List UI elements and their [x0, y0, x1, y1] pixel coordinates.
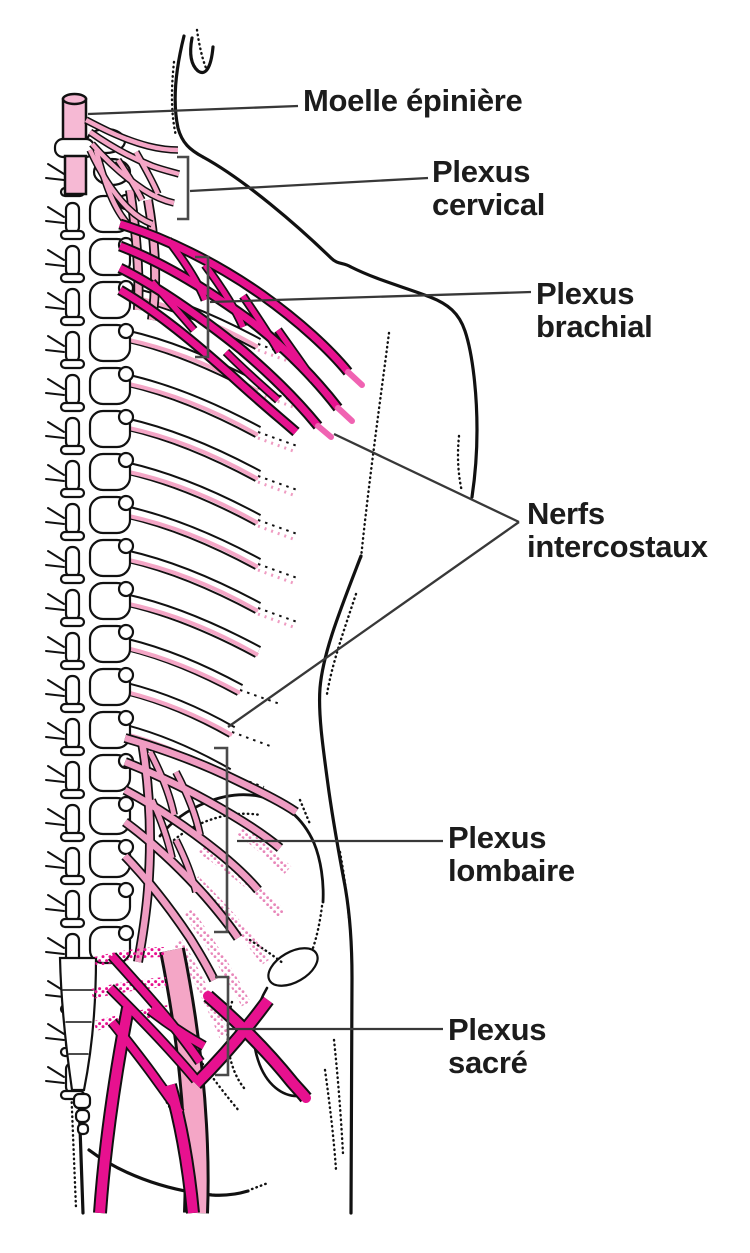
- label-plexus-cervical: Plexus cervical: [432, 154, 546, 223]
- label-nerfs-intercostaux: Nerfs intercostaux: [527, 496, 708, 565]
- sacral-plexus-nerves: [90, 947, 312, 1214]
- label-plexus-sacre: Plexus sacré: [448, 1012, 547, 1081]
- spinal-cord: [53, 92, 96, 196]
- leader-moelle-epiniere: [87, 104, 299, 116]
- brachial-plexus-nerves: [117, 218, 365, 440]
- leader-lines: [87, 104, 532, 1031]
- leader-nerfs-intercostaux-upper: [333, 432, 520, 524]
- bracket-plexus-brachial: [195, 255, 210, 359]
- label-plexus-lombaire: Plexus lombaire: [448, 820, 575, 889]
- leader-plexus-cervical: [189, 176, 429, 193]
- bracket-plexus-sacre: [215, 975, 230, 1077]
- label-moelle-epiniere: Moelle épinière: [303, 83, 523, 118]
- bracket-plexus-cervical: [177, 155, 190, 221]
- sacrum: [58, 956, 98, 1136]
- leader-nerfs-intercostaux-lower: [227, 521, 520, 728]
- rib-dotted-tips: [227, 343, 301, 788]
- leader-plexus-brachial: [209, 290, 532, 304]
- bracket-plexus-lombaire: [214, 746, 229, 934]
- label-plexus-brachial: Plexus brachial: [536, 276, 653, 345]
- brackets: [177, 155, 230, 1077]
